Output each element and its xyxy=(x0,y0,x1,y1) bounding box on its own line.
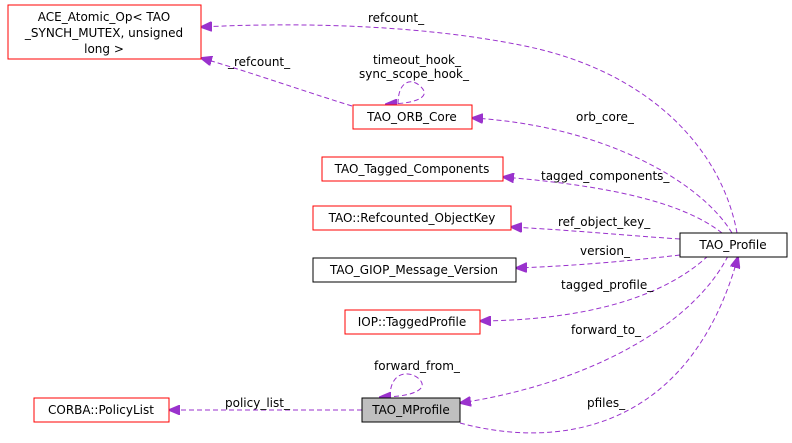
node-profile-label: TAO_Profile xyxy=(698,238,766,252)
edge-profile-to-orb-core xyxy=(472,118,733,234)
node-mprofile-label: TAO_MProfile xyxy=(371,403,450,417)
edge-label-refcount-orb: _refcount_ xyxy=(227,55,291,69)
edge-label-tagged-profile: tagged_profile_ xyxy=(561,278,654,292)
edge-profile-to-ace-atomic-op xyxy=(201,25,738,234)
node-ace-atomic-op-line-2: _SYNCH_MUTEX, unsigned xyxy=(24,26,183,40)
node-giop-message-version[interactable]: TAO_GIOP_Message_Version xyxy=(312,257,517,283)
node-tagged-profile-label: IOP::TaggedProfile xyxy=(358,315,467,329)
edge-label-version: version_ xyxy=(580,244,631,258)
edge-label-refcount-profile: refcount_ xyxy=(368,11,425,25)
node-ace-atomic-op-line-3: long > xyxy=(84,42,124,56)
node-giop-message-version-label: TAO_GIOP_Message_Version xyxy=(329,263,498,277)
edge-label-policy-list: policy_list_ xyxy=(225,396,291,410)
node-ace-atomic-op-line-1: ACE_Atomic_Op< TAO xyxy=(38,10,170,24)
edge-label-forward-from: forward_from_ xyxy=(374,359,461,373)
edge-label-pfiles: pfiles_ xyxy=(587,396,626,410)
edge-profile-to-tagged-profile xyxy=(480,255,709,321)
node-ace-atomic-op[interactable]: ACE_Atomic_Op< TAO _SYNCH_MUTEX, unsigne… xyxy=(7,4,202,60)
edge-mprofile-self-loop xyxy=(380,373,423,397)
node-tagged-components-label: TAO_Tagged_Components xyxy=(334,162,490,176)
edge-label-timeout-hook: timeout_hook_ xyxy=(373,53,462,67)
node-refcounted-objectkey[interactable]: TAO::Refcounted_ObjectKey xyxy=(312,205,512,231)
edge-label-tagged-components: tagged_components_ xyxy=(541,169,670,183)
node-tagged-components[interactable]: TAO_Tagged_Components xyxy=(321,156,504,182)
node-orb-core[interactable]: TAO_ORB_Core xyxy=(352,104,473,130)
edge-profile-to-giop-message-version xyxy=(516,254,681,268)
node-tagged-profile[interactable]: IOP::TaggedProfile xyxy=(344,309,481,335)
node-orb-core-label: TAO_ORB_Core xyxy=(366,110,457,124)
edge-profile-to-mprofile xyxy=(460,255,729,403)
node-profile[interactable]: TAO_Profile xyxy=(679,232,788,258)
node-policy-list-label: CORBA::PolicyList xyxy=(48,403,154,417)
edge-mprofile-to-profile xyxy=(459,257,738,434)
edge-profile-to-tagged-components xyxy=(503,177,723,234)
node-policy-list[interactable]: CORBA::PolicyList xyxy=(33,397,170,423)
edge-orb-core-self-loop xyxy=(386,81,425,104)
edge-label-ref-object-key: ref_object_key_ xyxy=(558,215,651,229)
edge-label-sync-scope-hook: sync_scope_hook_ xyxy=(359,67,470,81)
edge-label-orb-core: orb_core_ xyxy=(576,110,635,124)
edge-orb-core-to-ace-atomic-op xyxy=(201,58,353,107)
node-refcounted-objectkey-label: TAO::Refcounted_ObjectKey xyxy=(328,211,496,225)
edge-label-forward-to: forward_to_ xyxy=(571,323,642,337)
node-mprofile[interactable]: TAO_MProfile xyxy=(361,397,461,423)
